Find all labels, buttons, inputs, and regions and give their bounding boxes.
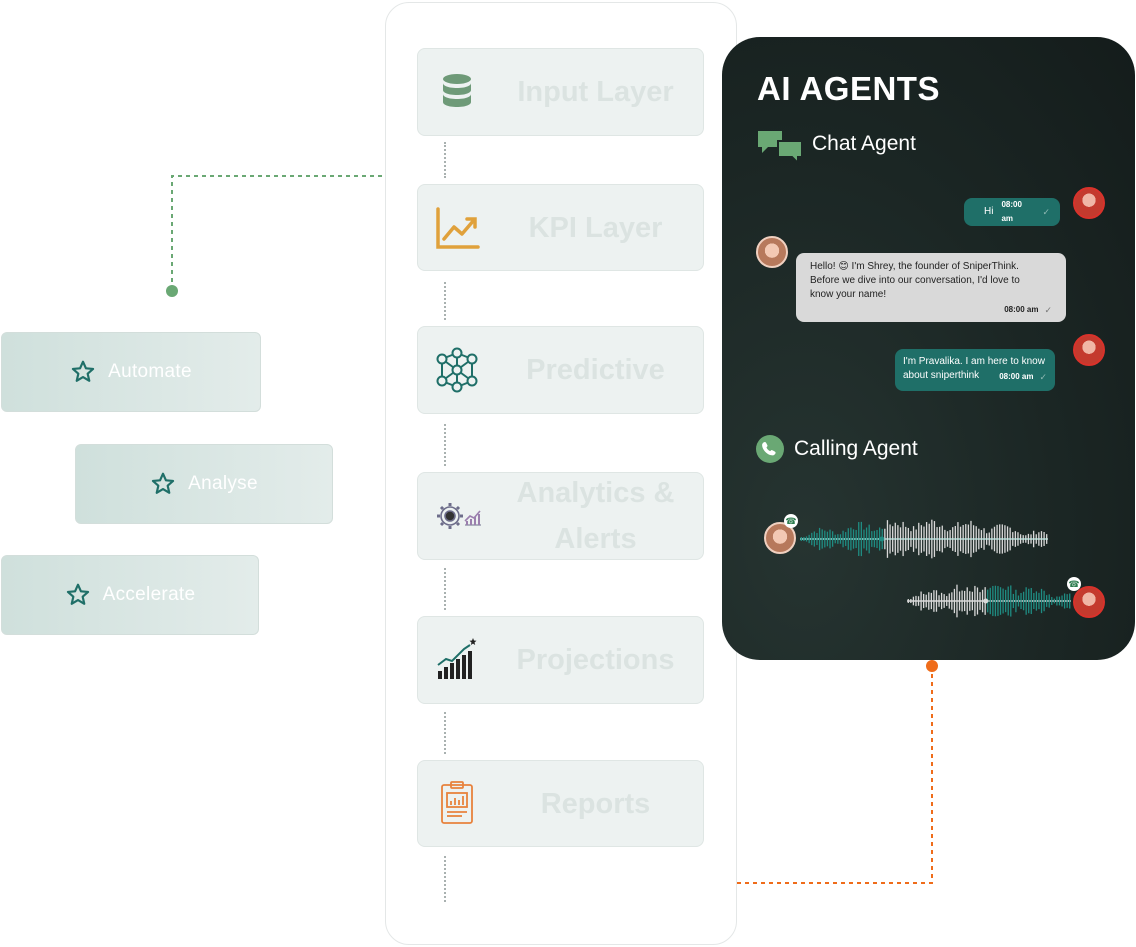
layer-reports[interactable]: Reports bbox=[417, 760, 704, 847]
action-pill-analyse[interactable]: Analyse bbox=[75, 444, 333, 524]
chat-agent-title: Chat Agent bbox=[812, 132, 916, 155]
message-time: 08:00 am bbox=[999, 372, 1034, 381]
action-label: Analyse bbox=[188, 473, 258, 494]
layer-connector-dots bbox=[444, 856, 446, 902]
message-time: 08:00 am bbox=[1001, 200, 1022, 223]
layer-projections[interactable]: Projections bbox=[417, 616, 704, 704]
star-icon bbox=[66, 583, 89, 605]
panel-title: AI AGENTS bbox=[757, 70, 940, 107]
layer-label: Analytics & Alerts bbox=[516, 477, 675, 555]
avatar bbox=[1073, 187, 1105, 219]
message-time: 08:00 am bbox=[1004, 305, 1039, 314]
layer-label: Projections bbox=[516, 644, 675, 676]
avatar bbox=[1073, 586, 1105, 618]
chat-message-agent: Hello! 😊 I'm Shrey, the founder of Snipe… bbox=[796, 253, 1066, 322]
trend-chart-icon bbox=[436, 206, 480, 249]
gear-chart-icon bbox=[437, 503, 481, 529]
chat-message-user: I'm Pravalika. I am here to know about s… bbox=[895, 349, 1055, 391]
chat-message-user: Hi 08:00 am ✓ bbox=[964, 198, 1060, 226]
avatar bbox=[1073, 334, 1105, 366]
phone-icon bbox=[756, 435, 784, 463]
check-icon: ✓ bbox=[1044, 305, 1052, 315]
layer-predictive[interactable]: Predictive bbox=[417, 326, 704, 414]
action-pill-automate[interactable]: Automate bbox=[1, 332, 261, 412]
avatar bbox=[756, 236, 788, 268]
layer-label: KPI Layer bbox=[528, 211, 663, 244]
calling-agent-title: Calling Agent bbox=[794, 437, 918, 460]
database-icon bbox=[443, 74, 471, 107]
layer-analytics-alerts[interactable]: Analytics & Alerts bbox=[417, 472, 704, 560]
message-text: Hello! 😊 I'm Shrey, the founder of Snipe… bbox=[810, 261, 1020, 300]
layer-connector-dots bbox=[444, 568, 446, 610]
phone-badge-icon: ☎ bbox=[1067, 577, 1081, 591]
voice-waveform-agent bbox=[800, 519, 1048, 559]
chat-bubbles-icon bbox=[758, 131, 803, 166]
layer-connector-dots bbox=[444, 424, 446, 466]
layer-label: Input Layer bbox=[517, 76, 674, 108]
star-icon bbox=[71, 360, 95, 382]
layer-connector-dots bbox=[444, 282, 446, 320]
green-connector-start-dot bbox=[166, 285, 178, 297]
neural-network-icon bbox=[436, 347, 478, 393]
voice-waveform-user bbox=[907, 584, 1071, 618]
action-label: Automate bbox=[108, 361, 192, 382]
report-clipboard-icon bbox=[441, 780, 473, 824]
phone-badge-icon: ☎ bbox=[784, 514, 798, 528]
message-text: I'm Pravalika. I am here to know about s… bbox=[903, 356, 1045, 381]
orange-connector-start-dot bbox=[926, 660, 938, 672]
layer-kpi[interactable]: KPI Layer bbox=[417, 184, 704, 271]
star-icon bbox=[151, 472, 175, 494]
layer-connector-dots bbox=[444, 142, 446, 178]
layer-input[interactable]: Input Layer bbox=[417, 48, 704, 136]
check-icon: ✓ bbox=[1042, 207, 1050, 217]
layer-label: Reports bbox=[540, 787, 651, 820]
message-text: Hi bbox=[984, 206, 994, 217]
action-pill-accelerate[interactable]: Accelerate bbox=[1, 555, 259, 635]
ai-agents-panel: AI AGENTS Chat Agent Hi 08:00 am ✓ Hello… bbox=[722, 37, 1135, 660]
bar-growth-icon bbox=[437, 638, 477, 679]
layer-connector-dots bbox=[444, 712, 446, 754]
action-label: Accelerate bbox=[102, 584, 196, 605]
layer-label: Predictive bbox=[526, 354, 665, 386]
check-icon: ✓ bbox=[1039, 372, 1047, 382]
